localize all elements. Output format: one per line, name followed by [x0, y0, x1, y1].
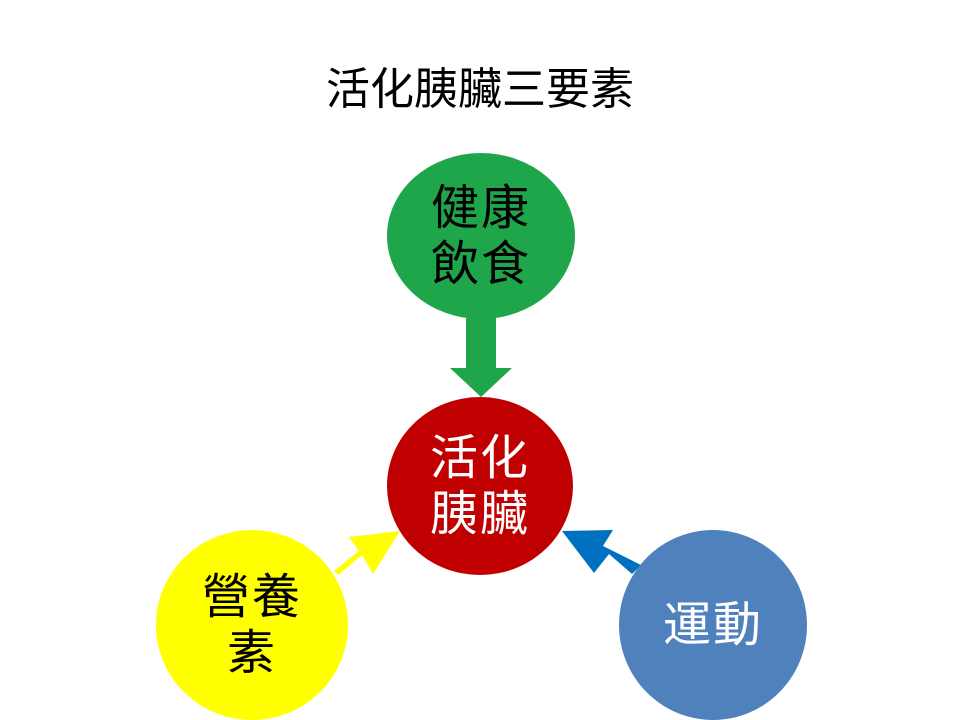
node-activate-pancreas-line2: 胰臟: [429, 486, 530, 542]
node-nutrients: 營養 素: [156, 530, 348, 720]
arrow-right-to-center: [562, 530, 641, 574]
arrow-left-to-center: [334, 531, 400, 575]
node-healthy-diet: 健康 飲食: [387, 153, 575, 319]
node-activate-pancreas-line1: 活化: [429, 430, 530, 486]
diagram-title: 活化胰臟三要素: [326, 64, 634, 115]
node-nutrients-line1: 營養: [201, 569, 302, 625]
node-exercise-line1: 運動: [662, 597, 763, 653]
node-exercise: 運動: [619, 530, 807, 720]
node-healthy-diet-line1: 健康: [430, 180, 531, 236]
node-activate-pancreas: 活化 胰臟: [387, 397, 573, 575]
node-nutrients-line2: 素: [226, 625, 277, 681]
arrow-top-to-center: [450, 318, 512, 397]
node-healthy-diet-line2: 飲食: [430, 236, 531, 292]
